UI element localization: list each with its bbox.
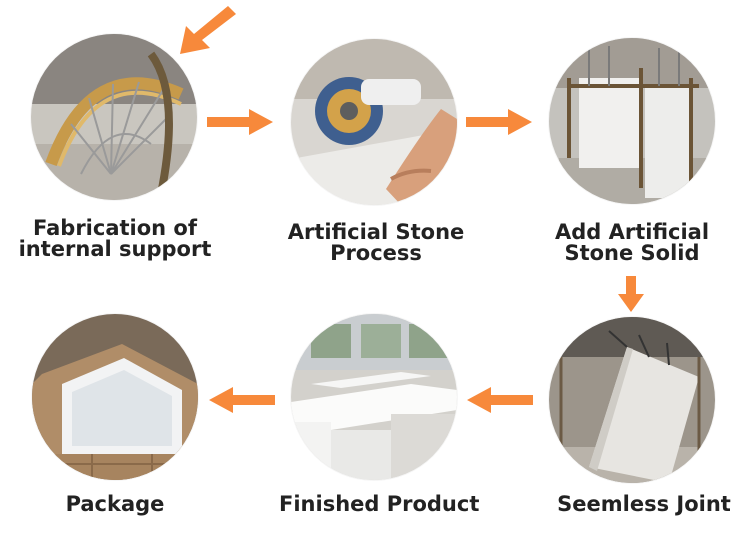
flow-arrow-left-1 (467, 386, 533, 414)
flow-arrow-right-1 (207, 108, 273, 136)
flow-arrow-right-2 (466, 108, 532, 136)
step-2-photo (291, 39, 457, 205)
step-6-photo (32, 314, 198, 480)
step-6-label: Package (65, 492, 165, 516)
step-4-label: Seemless Joint (557, 492, 731, 516)
step-5-photo (291, 314, 457, 480)
flow-arrow-left-2 (209, 386, 275, 414)
step-3-label: Add Artificial Stone Solid (554, 220, 710, 265)
step-4-photo (549, 317, 715, 483)
start-pointer-arrow (176, 4, 238, 58)
step-1-photo (31, 34, 197, 200)
step-3-photo (549, 38, 715, 204)
flow-arrow-down (617, 276, 645, 312)
step-1-label: Fabrication of internal support (18, 216, 212, 261)
step-2-label: Artificial Stone Process (287, 220, 465, 265)
step-5-label: Finished Product (279, 492, 480, 516)
